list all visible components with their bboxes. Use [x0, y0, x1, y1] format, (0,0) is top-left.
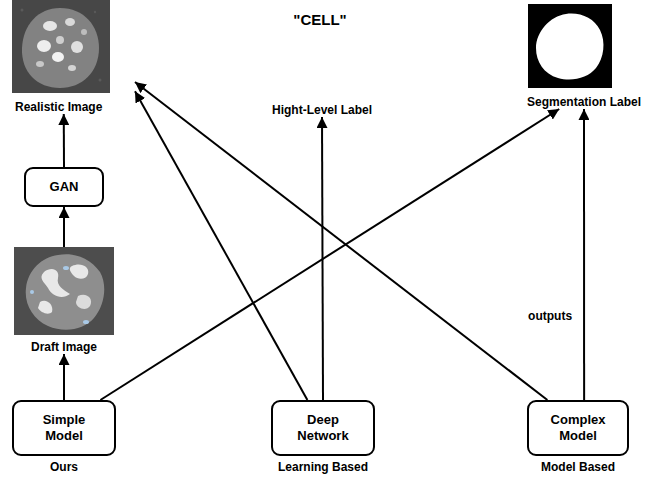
bright-spot — [68, 65, 76, 71]
bright-spot — [43, 21, 57, 31]
box-text: Deep Network — [288, 412, 358, 444]
bright-spot — [36, 61, 44, 67]
bright-spot — [71, 41, 83, 53]
image-ground — [12, 0, 110, 93]
nucleus-patch — [70, 264, 88, 278]
nucleus-patch — [38, 301, 52, 314]
realistic-cell-image — [12, 0, 110, 93]
image-ground — [14, 247, 114, 335]
connector-arrow — [63, 114, 65, 167]
detail-dot — [30, 290, 34, 294]
image-node: Segmentation Label — [522, 4, 646, 109]
bright-spot — [52, 52, 64, 62]
box-outline: Deep Network — [271, 400, 375, 456]
diagram-title: "CELL" — [293, 11, 346, 29]
connector-arrow — [135, 82, 547, 400]
image-space — [522, 4, 646, 95]
box-text: GAN — [50, 179, 79, 195]
draft-cell-image — [14, 247, 114, 335]
connector-arrow — [322, 117, 323, 400]
model-box: Complex ModelModel Based — [527, 400, 629, 474]
bright-spot — [81, 29, 87, 35]
box-text: Complex Model — [543, 412, 613, 444]
noise-dot — [94, 11, 96, 13]
detail-dot — [63, 266, 69, 270]
process-box: GAN — [24, 167, 104, 207]
box-text: Simple Model — [29, 412, 99, 444]
caption-text: Ours — [50, 460, 78, 474]
box-outline: Simple Model — [12, 400, 116, 456]
caption-text: Segmentation Label — [527, 95, 641, 109]
segmentation-mask-image — [528, 4, 612, 88]
nucleus-patch — [41, 269, 70, 297]
noise-dot — [99, 79, 102, 82]
caption-text: Draft Image — [31, 340, 97, 354]
image-space — [12, 247, 116, 340]
cell-body — [22, 8, 99, 88]
caption-text: Hight-Level Label — [272, 103, 372, 117]
image-space — [10, 0, 135, 100]
cell-body — [26, 254, 105, 329]
bright-spot — [56, 36, 64, 44]
box-outline: GAN — [24, 167, 104, 207]
caption-text: Model Based — [541, 460, 615, 474]
model-box: Simple ModelOurs — [12, 400, 116, 474]
mask-shape — [536, 14, 603, 80]
connector-arrow — [63, 354, 65, 400]
output-label-node: Hight-Level Label — [237, 103, 407, 117]
model-box: Deep NetworkLearning Based — [271, 400, 375, 474]
caption-text: Realistic Image — [15, 100, 102, 114]
bright-spot — [65, 18, 75, 26]
box-outline: Complex Model — [527, 400, 629, 456]
detail-dot — [83, 320, 89, 324]
nucleus-patch — [76, 295, 91, 309]
connector-arrow — [135, 91, 307, 400]
bright-spot — [37, 40, 51, 52]
connector-arrow — [63, 207, 65, 247]
caption-text: Learning Based — [278, 460, 368, 474]
edge-label: outputs — [526, 309, 574, 323]
noise-dot — [21, 9, 24, 12]
image-node: Realistic Image — [10, 0, 135, 114]
connector-arrow — [583, 109, 585, 400]
image-node: Draft Image — [12, 247, 116, 354]
image-ground — [528, 4, 612, 88]
